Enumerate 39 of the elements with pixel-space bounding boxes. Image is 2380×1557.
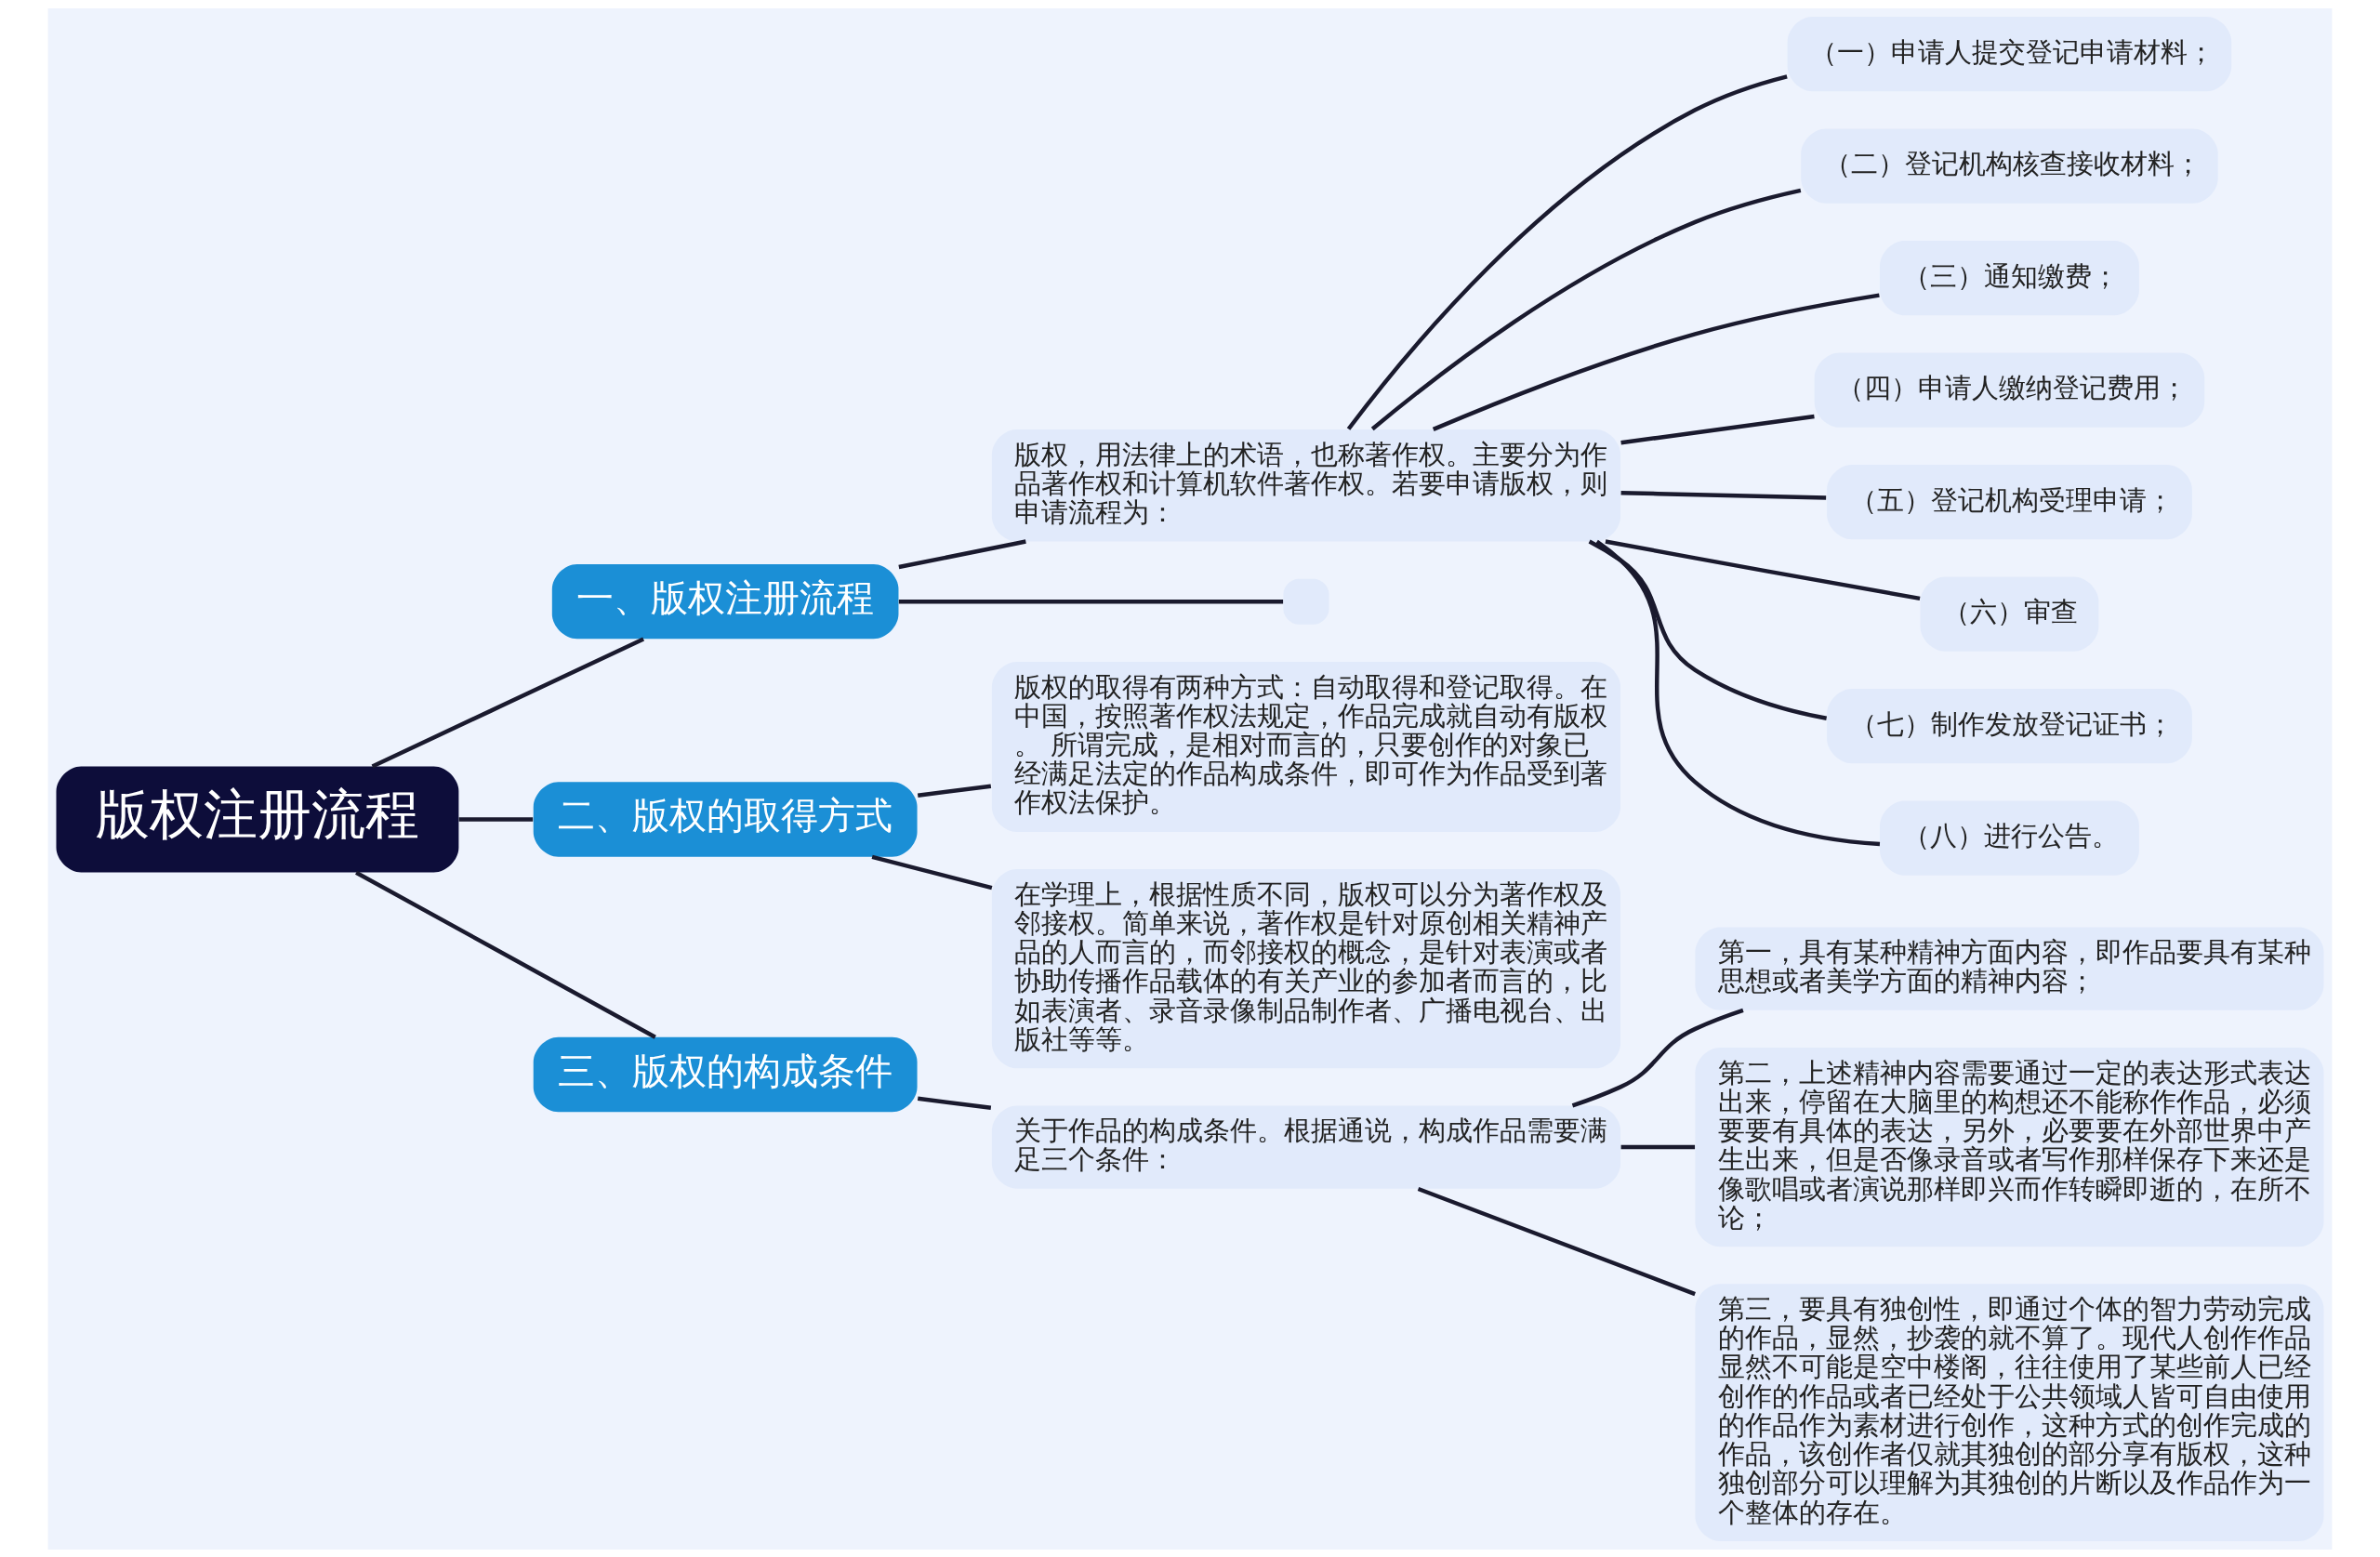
connector xyxy=(1432,292,1880,431)
connector xyxy=(458,816,534,822)
node-box: 版权注册流程 xyxy=(56,766,459,872)
node-box: （七）制作发放登记证书； xyxy=(1827,688,2192,763)
node-box: 三、版权的构成条件 xyxy=(533,1036,918,1112)
node-box: 关于作品的构成条件。根据通说，构成作品需要满足三个条件： xyxy=(991,1104,1621,1189)
node-box: 第二，上述精神内容需要通过一定的表达形式表达出来，停留在大脑里的构想还不能称作作品，必须要要有具体的表达，另外，必要要在外部世界中产生出来，但是否像录音或者写作那样保存下来还是像歌唱或者演说那样即兴而作转瞬即逝的，在所不论； xyxy=(1695,1047,2324,1247)
node-box: （三）通知缴费； xyxy=(1879,240,2139,315)
connector xyxy=(917,784,992,798)
connector xyxy=(1370,188,1802,430)
node-box: （四）申请人缴纳登记费用； xyxy=(1814,351,2205,428)
node-box: （一）申请人提交登记申请材料； xyxy=(1787,16,2232,91)
node-box: 版权，用法律上的术语，也称著作权。主要分为作品著作权和计算机软件著作权。若要申请版权，则申请流程为： xyxy=(991,429,1621,541)
node-box: （六）审查 xyxy=(1920,575,2099,652)
connector xyxy=(1588,539,1828,720)
connector xyxy=(1346,73,1788,430)
connector xyxy=(898,599,1284,603)
node-box: 一、版权注册流程 xyxy=(551,563,899,639)
node-box: 二、版权的取得方式 xyxy=(533,781,918,857)
connector xyxy=(898,538,1026,569)
connector xyxy=(1620,490,1827,500)
node-box: 版权的取得有两种方式：自动取得和登记取得。在中国，按照著作权法规定，作品完成就自动有版权。 所谓完成，是相对而言的，只要创作的对象已经满足法定的作品构成条件，即可作为作品受到著作权法保护。 xyxy=(991,661,1621,832)
node-box: （五）登记机构受理申请； xyxy=(1827,464,2192,539)
connector xyxy=(871,854,993,890)
connector xyxy=(1605,538,1921,600)
connector xyxy=(1620,414,1815,445)
connector xyxy=(1620,1144,1696,1149)
connector xyxy=(355,870,656,1039)
connector xyxy=(371,637,645,768)
connector xyxy=(1571,1008,1744,1107)
connector xyxy=(1595,539,1881,846)
node-box: （二）登记机构核查接收材料； xyxy=(1801,127,2218,204)
connector xyxy=(1417,1186,1696,1296)
node-box: 在学理上，根据性质不同，版权可以分为著作权及邻接权。简单来说，著作权是针对原创相关精神产品的人而言的，而邻接权的概念，是针对表演或者协助传播作品载体的有关产业的参加者而言的，比如表演者、录音录像制品制作者、广播电视台、出版社等等。 xyxy=(991,868,1621,1068)
node-box: （八）进行公告。 xyxy=(1879,799,2139,876)
node-box xyxy=(1283,578,1329,625)
connector xyxy=(917,1096,992,1110)
node-box: 第一，具有某种精神方面内容，即作品要具有某种思想或者美学方面的精神内容； xyxy=(1695,927,2324,1010)
node-box: 第三，要具有独创性，即通过个体的智力劳动完成的作品，显然，抄袭的就不算了。现代人创作作品显然不可能是空中楼阁，往往使用了某些前人已经创作的作品或者已经处于公共领域人皆可自由使用的作品作为素材进行创作，这种方式的创作完成的作品，该创作者仅就其独创的部分享有版权，这种独创部分可以理解为其独创的片断以及作品作为一个整体的存在。 xyxy=(1695,1283,2324,1541)
